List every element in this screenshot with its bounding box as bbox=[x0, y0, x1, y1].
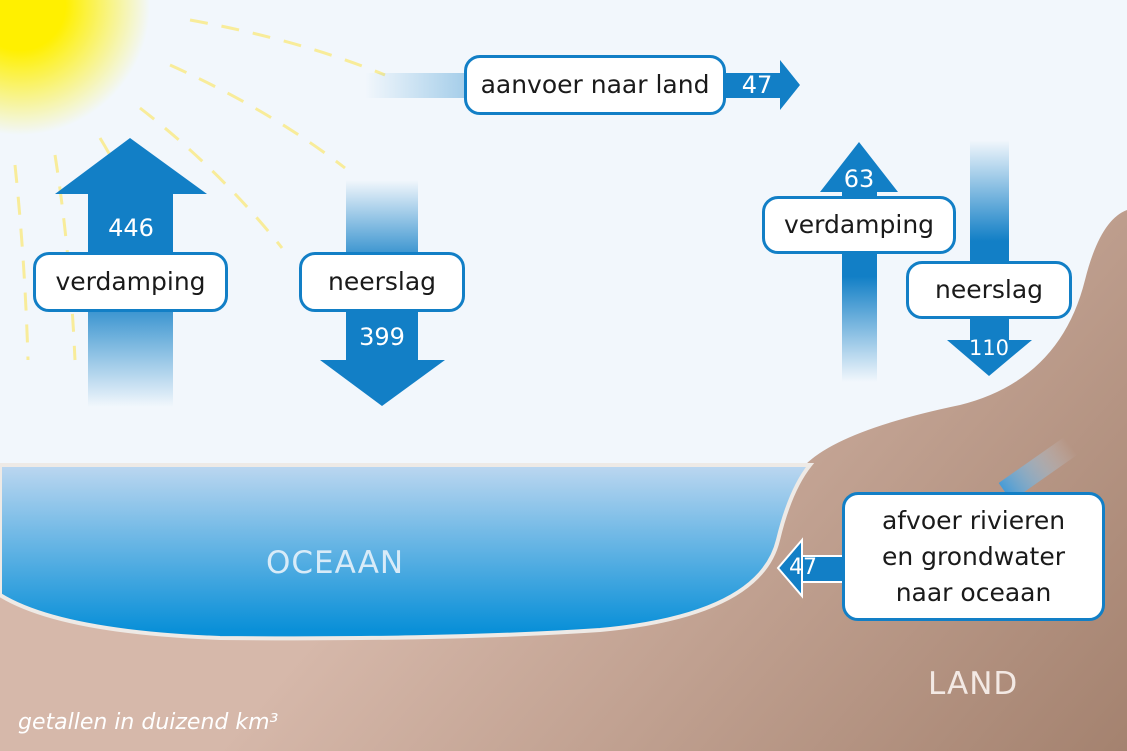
ocean-label: OCEAAN bbox=[266, 545, 405, 581]
land-label: LAND bbox=[928, 666, 1019, 702]
land-precipitation-value: 110 bbox=[968, 336, 1010, 360]
ocean-evaporation-label: verdamping bbox=[33, 252, 228, 312]
land-precipitation-label: neerslag bbox=[906, 261, 1072, 319]
land-evaporation-value: 63 bbox=[843, 165, 875, 193]
ocean-evaporation-value: 446 bbox=[108, 214, 154, 242]
transport-to-land-value: 47 bbox=[741, 71, 773, 99]
runoff-value: 47 bbox=[789, 555, 817, 580]
land-evaporation-label: verdamping bbox=[762, 196, 956, 254]
runoff-label: afvoer rivieren en grondwater naar oceaa… bbox=[842, 492, 1105, 621]
units-note: getallen in duizend km³ bbox=[18, 710, 279, 735]
runoff-arrow bbox=[776, 537, 847, 599]
sun-icon bbox=[0, 0, 160, 140]
ocean-precipitation-value: 399 bbox=[359, 323, 405, 351]
ocean-precipitation-label: neerslag bbox=[299, 252, 465, 312]
ocean-area bbox=[0, 463, 815, 641]
river bbox=[998, 435, 1079, 502]
transport-to-land-label: aanvoer naar land bbox=[464, 55, 726, 115]
